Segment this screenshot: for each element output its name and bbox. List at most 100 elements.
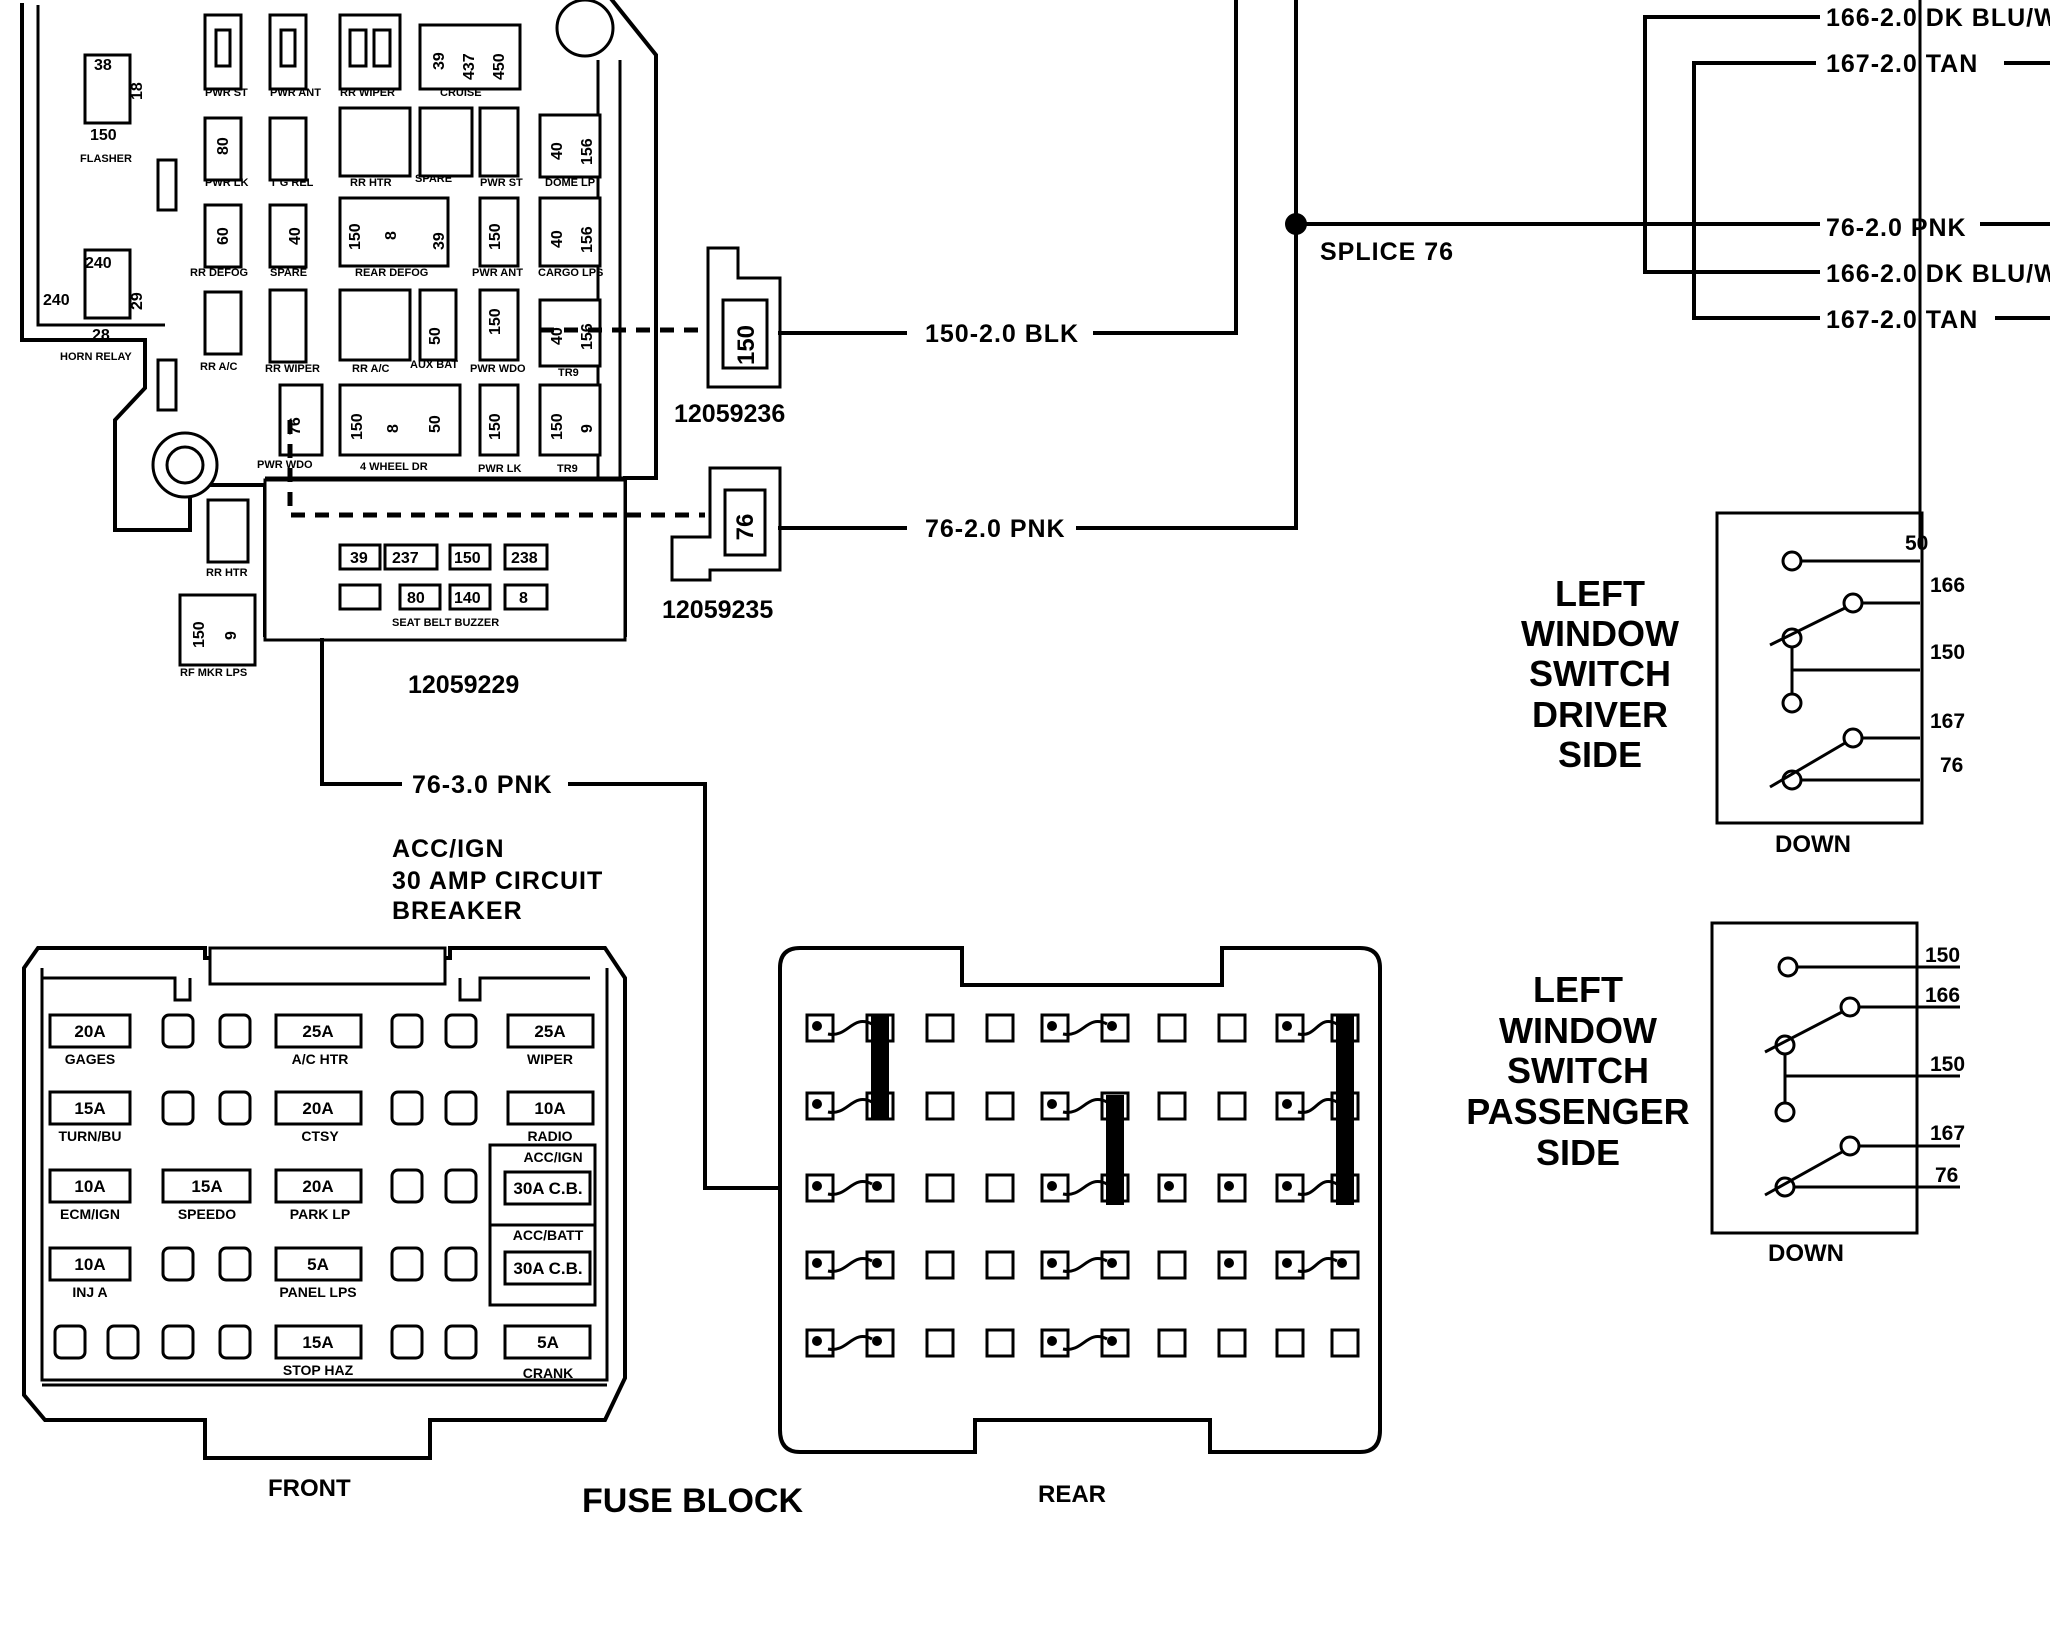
relay-label: REAR DEFOG [355,267,428,279]
fuse-amp: 25A [534,1022,565,1041]
fuse-label: RADIO [527,1128,572,1144]
terminal-jumper [1297,1180,1338,1196]
relay-label: SPARE [415,173,452,185]
rear-terminal [1217,1091,1247,1121]
relay-number: 38 [94,57,112,74]
relay-number: 150 [191,621,208,648]
relay-number: 50 [427,415,444,433]
terminal-dot [872,1336,882,1346]
switch-pin-label: 167 [1930,1122,1965,1145]
relay-number: 150 [349,413,366,440]
rear-terminal [1157,1091,1187,1121]
relay-number: 156 [579,323,596,350]
rear-terminal [1040,1091,1070,1121]
connector-pin-150: 150 [733,325,760,365]
terminal-dot [1164,1181,1174,1191]
relay-label: CARGO LPS [538,267,603,279]
relay-label: PWR WDO [257,459,313,471]
rear-terminal [985,1328,1015,1358]
switch-pin-label: 150 [1930,641,1965,664]
switch-title-line: DRIVER [1532,694,1668,735]
terminal-dot [1107,1258,1117,1268]
relay-label: AUX BAT [410,359,458,371]
bus-bar [1106,1095,1124,1205]
relay-number: 9 [579,424,596,433]
rear-terminal [985,1013,1015,1043]
breaker-note-line: BREAKER [392,897,523,925]
relay-number: 28 [92,327,110,344]
terminal-dot [1107,1021,1117,1031]
relay-number: 18 [129,82,146,100]
relay-label: PWR ANT [472,267,523,279]
switch-title-line: SWITCH [1529,653,1671,694]
rear-terminal [925,1250,955,1280]
fuse-label: TURN/BU [59,1128,122,1144]
part-number-12059235: 12059235 [662,596,773,624]
breaker-label: ACC/IGN [523,1149,582,1165]
bus-bar [1336,1015,1354,1205]
terminal-dot [1282,1021,1292,1031]
terminal-jumper [1297,1257,1338,1273]
wire-label-167-mid: 167-2.0 TAN [1826,306,1978,334]
rear-terminal [1040,1173,1070,1203]
fuse-amp: 5A [537,1333,559,1352]
switch-passenger-side: 150 166 150 167 76 DOWN [1710,921,1965,1267]
relay-label: RR HTR [350,177,392,189]
relay-label: 4 WHEEL DR [360,461,428,473]
rear-terminal [1157,1250,1187,1280]
switch-pin-label: 50 [1905,532,1928,555]
terminal-jumper [827,1098,873,1114]
relay-number: 450 [491,53,508,80]
terminal-jumper [1062,1098,1108,1114]
terminal-jumper [1297,1020,1338,1036]
terminal-jumper [1297,1098,1338,1114]
relay-number: 240 [43,292,70,309]
relay-number: 40 [549,230,566,248]
terminal-jumper [827,1257,873,1273]
fuse-amp: 10A [534,1099,565,1118]
terminal-dot [1047,1021,1057,1031]
terminal-dot [1282,1099,1292,1109]
terminal-jumper [827,1180,873,1196]
relay-label: RR WIPER [340,87,395,99]
wires [320,0,2050,1190]
fuse-amp: 5A [307,1255,329,1274]
relay-number: 156 [579,226,596,253]
fuse-amp: 20A [74,1022,105,1041]
fuse-label: STOP HAZ [283,1362,354,1378]
switch-down-label: DOWN [1768,1240,1844,1267]
relay-number: 150 [487,308,504,335]
relay-number: 9 [223,631,240,640]
fuse-label: A/C HTR [292,1051,349,1067]
relay-label: PWR LK [205,177,248,189]
terminal-dot [1047,1336,1057,1346]
relay-number: 39 [431,232,448,250]
wire-label-167-top: 167-2.0 TAN [1826,50,1978,78]
terminal-dot [1224,1258,1234,1268]
terminal-dot [1047,1181,1057,1191]
fuse-label: SPEEDO [178,1206,236,1222]
rear-terminal [1157,1328,1187,1358]
fuse-amp: 10A [74,1177,105,1196]
switch-title-line: WINDOW [1521,613,1679,654]
wire-label-76-pnk: 76-2.0 PNK [1826,214,1967,242]
fuse-amp: 20A [302,1177,333,1196]
relay-number: 150 [487,413,504,440]
breaker-amp: 30A C.B. [513,1179,582,1198]
relay-label: DOME LP [545,177,595,189]
terminal-dot [812,1336,822,1346]
fuse-label: WIPER [527,1051,573,1067]
terminal-dot [1282,1181,1292,1191]
terminal-dot [1047,1099,1057,1109]
switch-pin-label: 166 [1925,984,1960,1007]
rear-terminal [1100,1250,1130,1280]
terminal-dot [872,1258,882,1268]
relay-number: 39 [431,52,448,70]
rear-terminal [1275,1328,1305,1358]
fuse-label: PARK LP [290,1206,350,1222]
fuse-label: ECM/IGN [60,1206,120,1222]
terminal-dot [812,1258,822,1268]
relay-label: SPARE [270,267,307,279]
breaker-note-line: ACC/IGN [392,835,505,863]
fuse-block-title: FUSE BLOCK [582,1482,803,1520]
